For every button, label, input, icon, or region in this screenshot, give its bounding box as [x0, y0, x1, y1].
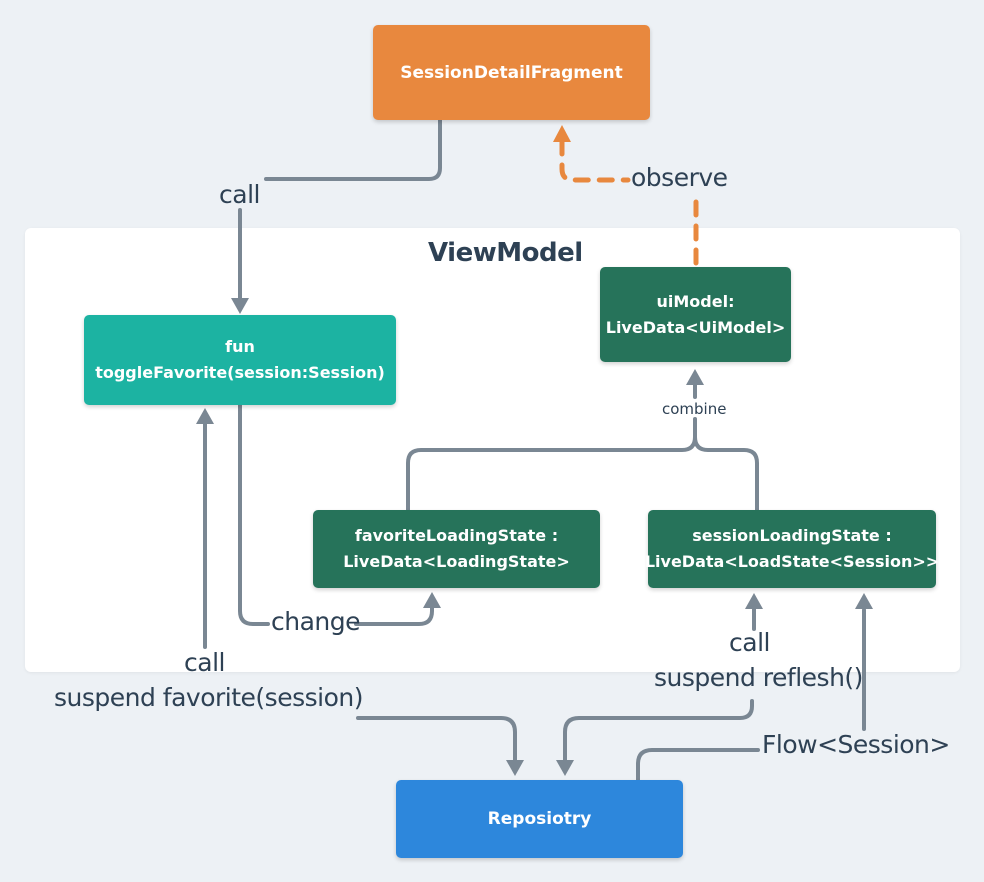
edge-label-suspend-favorite: suspend favorite(session) [54, 683, 363, 712]
node-session-detail-fragment: SessionDetailFragment [373, 25, 650, 120]
arrowhead-into-repo-left [506, 760, 524, 776]
arrowhead-into-favoriteloading-bottom [423, 592, 441, 608]
node-session-loading-line1: sessionLoadingState : [692, 526, 892, 545]
node-toggle-favorite-label: fun toggleFavorite(session:Session) [95, 337, 385, 382]
arrowhead-into-togglefavorite-top [231, 298, 249, 314]
node-session-loading-line2: LiveData<LoadState<Session>> [644, 552, 940, 571]
edge-observe-upper [559, 138, 631, 183]
node-favorite-loading-line2: LiveData<LoadingState> [343, 552, 570, 571]
edge-label-suspend-reflesh: suspend reflesh() [654, 663, 863, 692]
edge-label-call-left: call [184, 648, 225, 677]
arrowhead-flow-into-sessionloading [855, 593, 873, 609]
node-favorite-loading-line1: favoriteLoadingState : [354, 526, 559, 545]
edge-change-left [238, 403, 270, 626]
node-ui-model-line2: LiveData<UiModel> [605, 317, 786, 337]
node-ui-model-line1: uiModel: [656, 291, 735, 311]
node-ui-model: uiModel: LiveData<UiModel> [600, 267, 791, 362]
edge-reflesh-to-repo [563, 699, 754, 762]
edge-change-right [354, 604, 434, 626]
node-repository: Reposiotry [396, 780, 683, 858]
edge-combine-brace [406, 436, 759, 512]
node-session-loading-state: sessionLoadingState : LiveData<LoadState… [644, 510, 940, 588]
edge-fragment-to-call [264, 118, 442, 181]
arrowhead-into-repo-middle [556, 760, 574, 776]
viewmodel-title: ViewModel [428, 238, 583, 268]
arrowhead-into-togglefavorite-bottom [196, 408, 214, 424]
arrowhead-call-into-sessionloading [745, 593, 763, 609]
edge-label-flow-session: Flow<Session> [762, 730, 950, 759]
node-session-detail-fragment-label: SessionDetailFragment [400, 62, 623, 83]
edge-label-combine: combine [662, 400, 727, 418]
node-toggle-favorite: fun toggleFavorite(session:Session) [84, 315, 396, 405]
edge-label-call-top: call [219, 180, 260, 209]
node-favorite-loading-state: favoriteLoadingState : LiveData<LoadingS… [313, 510, 600, 588]
node-repository-label: Reposiotry [487, 809, 592, 829]
edge-flow-from-repo [636, 748, 760, 783]
arrowhead-observe-into-fragment [553, 125, 571, 142]
edge-label-change: change [271, 607, 361, 636]
arrowhead-combine-into-uimodel [686, 369, 704, 385]
edge-suspendfavorite-to-repo [356, 716, 517, 762]
edge-label-observe: observe [631, 163, 728, 192]
edge-label-call-right: call [729, 628, 770, 657]
